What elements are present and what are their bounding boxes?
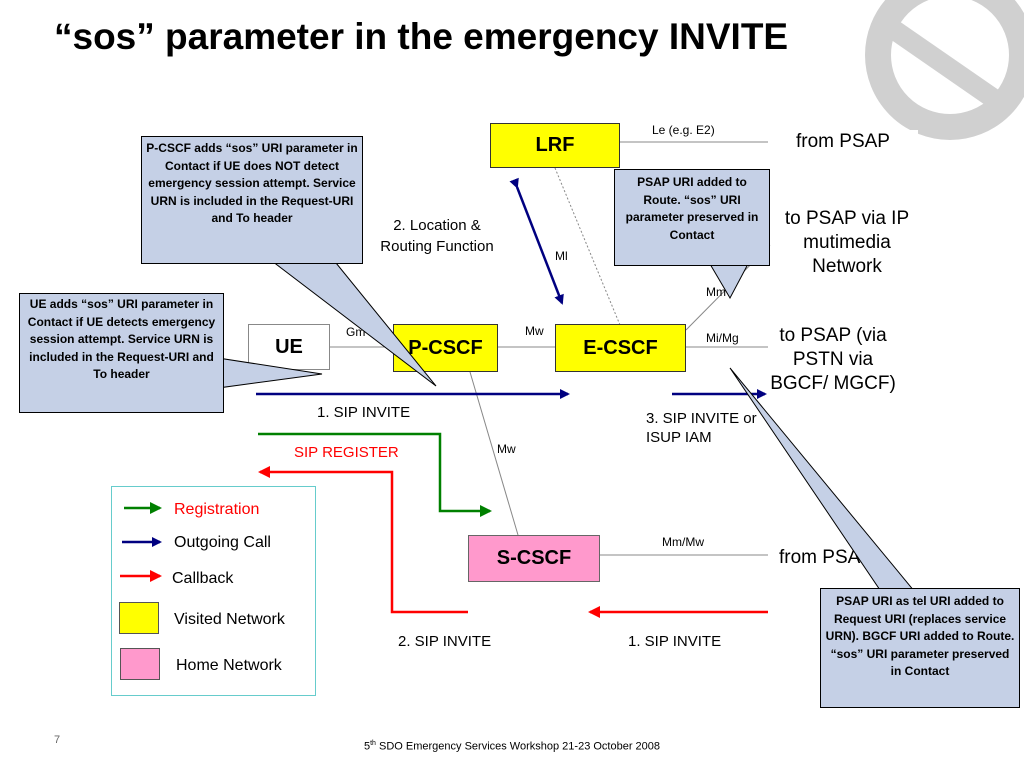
callback-arrow-path (258, 466, 468, 614)
ecscf-node: E-CSCF (555, 324, 686, 372)
sip-invite-1-top-label: 1. SIP INVITE (317, 404, 411, 421)
mm-top-label: Mm (706, 285, 726, 299)
legend: Registration Outgoing Call Callback Visi… (111, 486, 316, 696)
mm-mw-label: Mm/Mw (662, 535, 704, 549)
ml-label: Ml (555, 249, 568, 263)
lrf-ecscf-dotted (554, 167, 621, 326)
pcscf-callout-pointer (266, 257, 437, 387)
footer: 5th SDO Emergency Services Workshop 21-2… (0, 740, 1024, 753)
psap-route-callout: PSAP URI added to Route. “sos” URI param… (614, 169, 770, 266)
mi-mg-label: Mi/Mg (706, 331, 739, 345)
footer-prefix: 5 (363, 740, 371, 753)
sip-invite-1-bottom-label: 1. SIP INVITE (628, 633, 722, 650)
location-routing-label: 2. Location & Routing Function (380, 217, 494, 255)
ml-arrow (509, 177, 564, 305)
mw-ps-label: Mw (497, 442, 516, 456)
psap-tel-callout-pointer (729, 367, 917, 593)
to-psap-pstn: to PSAP (via PSTN via BGCF/ MGCF) (768, 324, 898, 396)
sip-invite-2-bottom-label: 2. SIP INVITE (398, 633, 492, 650)
legend-home-swatch (120, 648, 160, 680)
footer-superscript: th (370, 740, 376, 747)
legend-callback-label: Callback (172, 570, 234, 587)
page-number: 7 (54, 734, 61, 746)
footer-text: SDO Emergency Services Workshop 21-23 Oc… (375, 740, 661, 753)
lrf-node: LRF (490, 123, 620, 168)
psap-route-callout-pointer (709, 263, 749, 300)
legend-visited-swatch (119, 602, 159, 634)
from-psap-top: from PSAP (768, 130, 918, 154)
legend-home-label: Home Network (176, 657, 282, 674)
psap-tel-callout: PSAP URI as tel URI added to Request URI… (820, 588, 1020, 708)
logo-ring-icon (865, 0, 1024, 140)
sip-register-arrow (258, 432, 492, 517)
page-title: “sos” parameter in the emergency INVITE (54, 16, 789, 57)
legend-outgoing-label: Outgoing Call (174, 534, 271, 551)
sip-invite-3-label: 3. SIP INVITE or ISUP IAM (646, 410, 757, 446)
le-label: Le (e.g. E2) (652, 123, 715, 137)
mw-pe-label: Mw (525, 324, 544, 338)
ue-callout: UE adds “sos” URI parameter in Contact i… (19, 293, 224, 413)
legend-registration-label: Registration (174, 501, 260, 518)
scscf-node: S-CSCF (468, 535, 600, 582)
mw-ps-line (469, 371, 519, 536)
legend-visited-label: Visited Network (174, 611, 285, 628)
ue-callout-pointer (217, 357, 323, 389)
sip-register-label: SIP REGISTER (294, 444, 399, 461)
to-psap-ip: to PSAP via IP mutimedia Network (774, 207, 920, 279)
ue-node: UE (248, 324, 330, 370)
pcscf-callout: P-CSCF adds “sos” URI parameter in Conta… (141, 136, 363, 264)
